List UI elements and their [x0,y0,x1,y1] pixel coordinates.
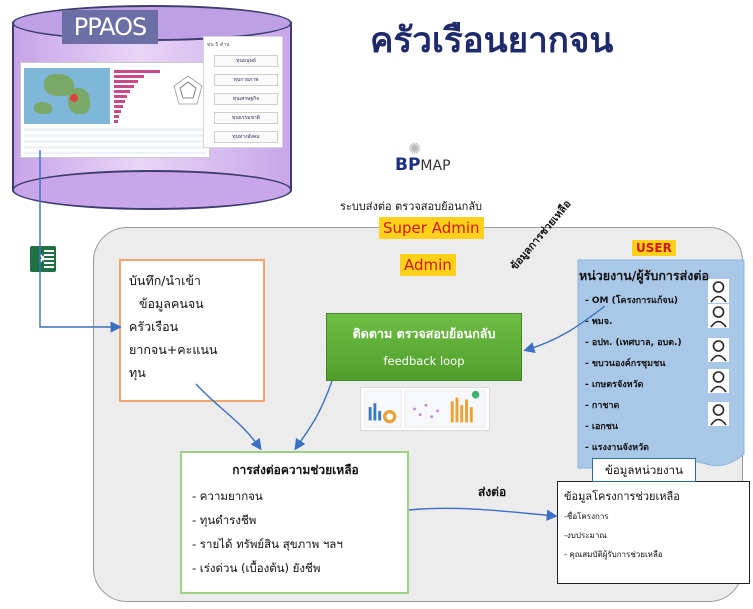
person-icon [708,279,729,303]
tracking-to-assist-connector [294,380,333,451]
radar-chart-thumbnail [173,75,203,105]
person-icon [708,338,729,362]
agency-item: - เกษตรจังหวัด [585,380,644,390]
record-line: ทุน [129,365,146,380]
ppaos-logo: PPAOS [62,10,158,44]
project-item: - คุณสมบัติผู้รับการช่วยเหลือ [564,550,663,559]
map-thumbnail [24,68,110,124]
agency-item: - แรงงานจังหวัด [585,443,649,453]
bpmap-swirl-icon: ✺ [408,139,422,158]
feedback-loop-title: ติดตาม ตรวจสอบย้อนกลับ [352,326,496,341]
project-item: -งบประมาณ [564,531,607,540]
assistance-item: - รายได้ ทรัพย์สิน สุขภาพ ฯลฯ [192,537,343,551]
table-thumbnail [24,128,206,154]
project-title: ข้อมูลโครงการช่วยเหลือ [564,490,680,503]
assistance-item: - ทุนดำรงชีพ [192,513,257,527]
agency-info-box: ข้อมูลหน่วยงาน [592,458,696,482]
excel-to-record-connector [39,150,122,333]
database-cylinder-base [12,170,292,210]
agency-item: - ขบวนองค์กรชุมชน [585,359,666,369]
admin-badge: Admin [400,254,456,276]
capital-menu-item[interactable]: ทุนกายภาพ [214,74,278,86]
feedback-loop-box: ติดตาม ตรวจสอบย้อนกลับ feedback loop [326,313,522,381]
page-title: ครัวเรือนยากจน [370,21,614,61]
person-icon [708,304,729,328]
person-icon [708,369,729,393]
capital-menu-item[interactable]: ทุนทางสังคม [214,131,278,143]
record-line: ข้อมูลคนจน [139,296,204,311]
record-import-box: บันทึก/นำเข้า ข้อมูลคนจน ครัวเรือน ยากจน… [119,259,265,402]
bpmap-logo-rest: MAP [420,158,451,174]
assistance-referral-box: การส่งต่อความช่วยเหลือ - ความยากจน - ทุน… [180,451,409,594]
assistance-item: - เร่งด่วน (เบื้องต้น) ยังชีพ [192,561,321,575]
capital-menu-item[interactable]: ทุนเศรษฐกิจ [214,93,278,105]
record-line: บันทึก/นำเข้า [129,273,201,288]
agency-item: - OM (โครงการแก้จน) [585,296,678,306]
super-admin-badge: Super Admin [379,217,484,239]
assist-to-project-connector [408,507,558,521]
send-label: ส่งต่อ [478,485,507,499]
excel-grid-icon [44,250,54,268]
record-line: ยากจน+คะแนน [129,342,218,357]
feedback-loop-subtitle: feedback loop [383,354,465,368]
capital-menu-item[interactable]: ทุนมนุษย์ [214,55,278,67]
system-subtitle: ระบบส่งต่อ ตรวจสอบย้อนกลับ [340,200,483,213]
dashboard-thumbnail [360,387,490,431]
bpmap-logo: BPMAP [395,155,451,175]
bar-chart-thumbnail [114,70,166,124]
person-icon [708,402,729,426]
agency-item: - เอกชน [585,422,619,432]
assistance-item: - ความยากจน [192,489,263,503]
agency-item: - อปท. (เทศบาล, อบต.) [585,338,682,348]
record-line: ครัวเรือน [129,319,179,334]
agency-item: - กาชาด [585,401,620,411]
record-to-assist-connector [195,383,262,451]
agency-item: - พมจ. [585,317,613,327]
capital-menu-card [203,36,283,148]
assistance-title: การส่งต่อความช่วยเหลือ [232,463,359,477]
bpmap-logo-bold: BP [395,155,421,175]
user-badge: USER [632,240,676,256]
agency-heading: หน่วยงาน/ผู้รับการส่งต่อ [579,268,709,283]
project-item: -ชื่อโครงการ [564,512,609,521]
capital-menu-header: ทุน 5 ด้าน [207,42,230,48]
capital-menu-item[interactable]: ทุนธรรมชาติ [214,112,278,124]
agency-to-tracking-connector [523,305,606,353]
project-info-box: ข้อมูลโครงการช่วยเหลือ -ชื่อโครงการ -งบป… [557,481,750,584]
